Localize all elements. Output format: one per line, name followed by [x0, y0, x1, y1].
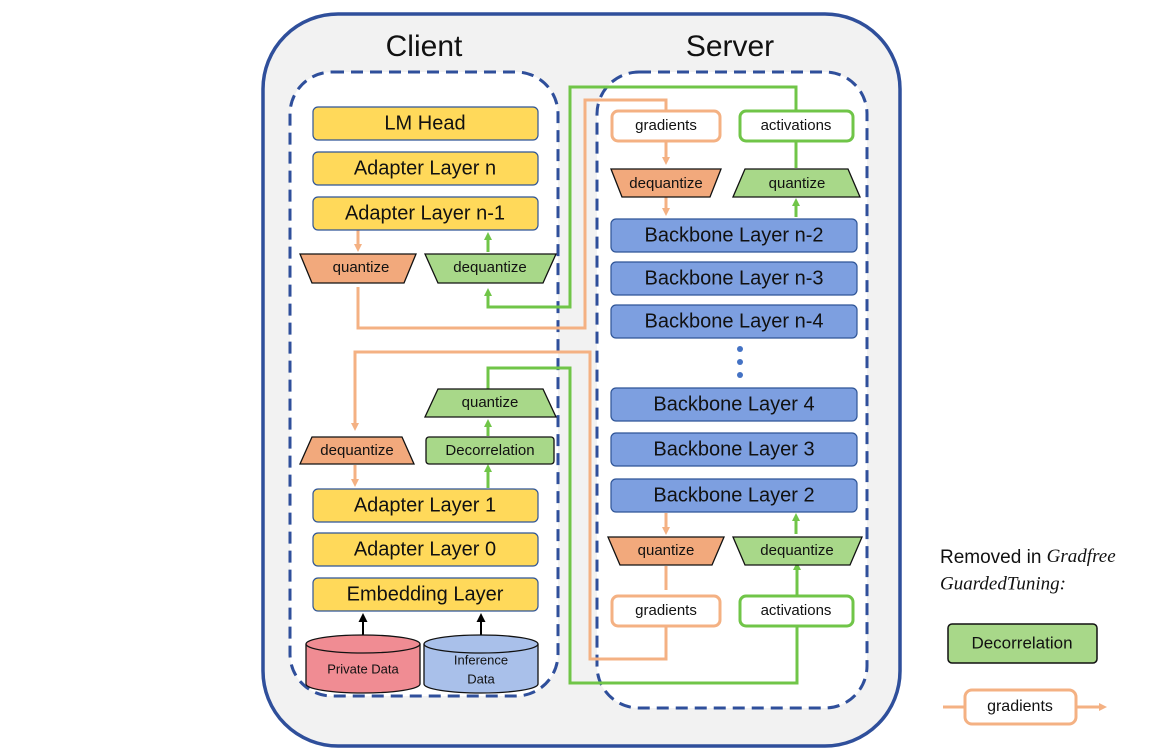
- svg-text:quantize: quantize: [333, 259, 390, 276]
- client-dequantize-top: dequantize: [423, 253, 558, 284]
- svg-text:quantize: quantize: [462, 394, 519, 411]
- svg-text:quantize: quantize: [769, 175, 826, 192]
- gradients-flow-top: [356, 98, 668, 330]
- client-title: Client: [386, 30, 463, 63]
- adapter-layer-1-label: Adapter Layer 1: [354, 494, 496, 516]
- embedding-layer-label: Embedding Layer: [347, 583, 504, 605]
- svg-text:Inference: Inference: [454, 652, 508, 667]
- client-dequantize-lower: dequantize: [298, 436, 416, 465]
- svg-text:activations: activations: [761, 117, 832, 134]
- adapter-layer-0-label: Adapter Layer 0: [354, 538, 496, 560]
- legend-decorrelation-box: [947, 623, 1098, 664]
- server-quantize-top: quantize: [732, 168, 861, 198]
- server-quantize-bottom: quantize: [607, 536, 725, 566]
- client-quantize-lower: quantize: [423, 388, 558, 418]
- server-gradients-top: gradients: [610, 109, 722, 143]
- adapter-layer-n-label: Adapter Layer n: [354, 157, 496, 179]
- backbone-n-2-label: Backbone Layer n-2: [644, 224, 823, 246]
- svg-text:dequantize: dequantize: [629, 175, 702, 192]
- svg-text:activations: activations: [761, 602, 832, 619]
- server-backbone-bottom: Backbone Layer 4 Backbone Layer 3 Backbo…: [610, 387, 858, 513]
- lm-head-label: LM Head: [384, 112, 465, 134]
- activations-flow-top: [484, 85, 798, 309]
- backbone-n-3-label: Backbone Layer n-3: [644, 267, 823, 289]
- svg-text:dequantize: dequantize: [760, 542, 833, 559]
- client-quantize-top: quantize: [299, 253, 417, 284]
- legend-gradients-box: [963, 688, 1078, 726]
- client-top-layers: LM Head Adapter Layer n Adapter Layer n-…: [312, 106, 539, 231]
- backbone-2-label: Backbone Layer 2: [653, 484, 814, 506]
- backbone-n-4-label: Backbone Layer n-4: [644, 310, 823, 332]
- gradients-flow-lower: [351, 350, 668, 661]
- client-bottom-layers: Adapter Layer 1 Adapter Layer 0 Embeddin…: [312, 488, 539, 612]
- server-activations-top: activations: [738, 109, 855, 143]
- activations-flow-lower: [486, 366, 801, 685]
- server-dequantize-bottom: dequantize: [732, 536, 863, 566]
- ellipsis-dots: [737, 346, 743, 378]
- svg-text:dequantize: dequantize: [453, 259, 526, 276]
- svg-text:Data: Data: [467, 671, 495, 686]
- legend: Removed in Gradfree GuardedTuning: Decor…: [940, 546, 1116, 726]
- svg-text:Private Data: Private Data: [327, 661, 399, 676]
- legend-removed-line1: Removed in Gradfree: [940, 546, 1116, 568]
- svg-text:Decorrelation: Decorrelation: [445, 442, 534, 459]
- client-decorrelation: Decorrelation: [425, 436, 555, 465]
- server-dequantize-top: dequantize: [610, 168, 722, 198]
- server-backbone-top: Backbone Layer n-2 Backbone Layer n-3 Ba…: [610, 218, 858, 339]
- svg-text:gradients: gradients: [635, 117, 697, 134]
- svg-text:dequantize: dequantize: [320, 442, 393, 459]
- server-title: Server: [686, 30, 774, 63]
- server-gradients-bottom: gradients: [610, 594, 722, 628]
- legend-removed-line2: GuardedTuning:: [940, 573, 1066, 594]
- inference-data-cylinder: Inference Data: [423, 634, 539, 694]
- adapter-layer-n-1-label: Adapter Layer n-1: [345, 202, 505, 224]
- backbone-3-label: Backbone Layer 3: [653, 438, 814, 460]
- backbone-4-label: Backbone Layer 4: [653, 393, 814, 415]
- server-activations-bottom: activations: [738, 594, 855, 628]
- legend-decorrelation-label: Decorrelation: [971, 633, 1072, 652]
- svg-text:quantize: quantize: [638, 542, 695, 559]
- private-data-cylinder: Private Data: [305, 634, 421, 694]
- svg-text:gradients: gradients: [635, 602, 697, 619]
- legend-gradients-label: gradients: [987, 698, 1053, 715]
